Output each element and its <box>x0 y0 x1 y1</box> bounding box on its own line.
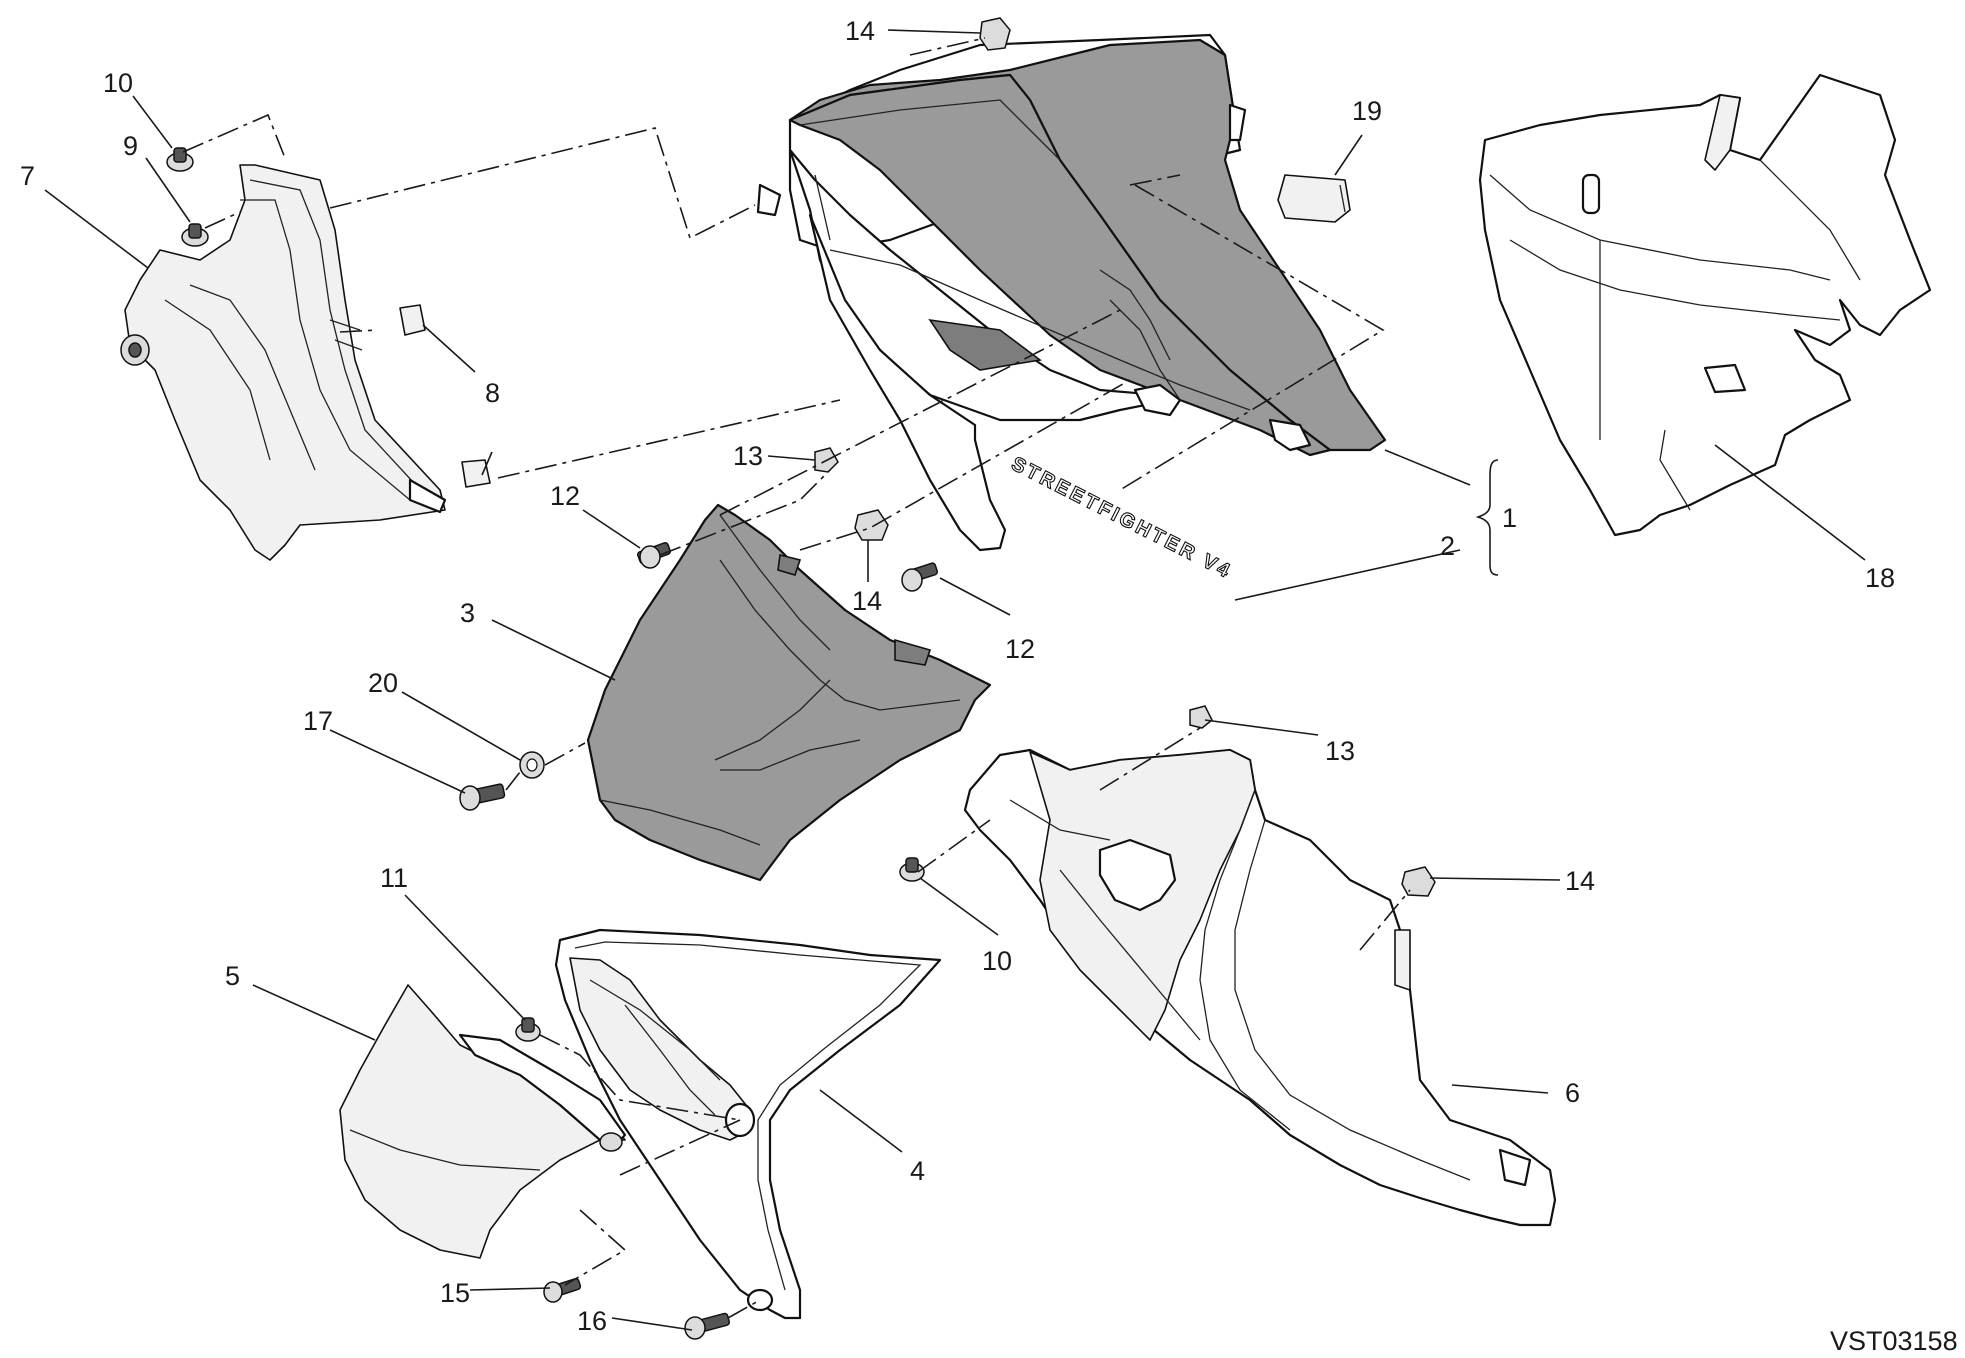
clip-14-middle <box>854 509 889 541</box>
part-5-lower-fairing <box>339 984 627 1259</box>
callout-14-middle: 14 <box>852 586 882 616</box>
washer-20 <box>519 751 545 779</box>
part-2-decal: STREETFIGHTER V4 <box>1007 452 1236 584</box>
screw-11 <box>515 1017 541 1042</box>
screw-10-top <box>166 147 194 172</box>
callout-12-left: 12 <box>550 481 580 511</box>
callout-8: 8 <box>485 378 500 408</box>
callout-10-lower: 10 <box>982 946 1012 976</box>
screw-12-right <box>901 562 939 592</box>
hardware <box>166 17 1436 1340</box>
part-4-frame-cover <box>554 928 942 1320</box>
callout-12-right: 12 <box>1005 634 1035 664</box>
part-19-rubber-pad <box>1277 174 1351 223</box>
callout-10: 10 <box>103 68 133 98</box>
callout-2: 2 <box>1440 531 1455 561</box>
callout-16: 16 <box>577 1306 607 1336</box>
screw-12-left <box>637 541 671 569</box>
part-3-front-panel <box>586 503 992 882</box>
callout-17: 17 <box>303 706 333 736</box>
callout-19: 19 <box>1352 96 1382 126</box>
part-7-side-panel <box>120 164 447 561</box>
rubber-pad-8-lower <box>461 459 491 488</box>
callout-18: 18 <box>1865 563 1895 593</box>
part-6-lower-fairing <box>963 748 1557 1227</box>
decal-text: STREETFIGHTER V4 <box>1008 453 1236 584</box>
callout-14-right: 14 <box>1565 866 1595 896</box>
screw-10-lower <box>899 857 925 882</box>
callout-1: 1 <box>1502 503 1517 533</box>
callout-7: 7 <box>20 161 35 191</box>
part-18-side-cover <box>1478 73 1932 537</box>
drawing-code: VST03158 <box>1830 1326 1958 1356</box>
callout-6: 6 <box>1565 1078 1580 1108</box>
callout-4: 4 <box>910 1156 925 1186</box>
clip-14-top <box>979 17 1011 51</box>
bolt-17 <box>459 783 506 811</box>
callout-5: 5 <box>225 961 240 991</box>
screw-16 <box>684 1312 731 1340</box>
callout-14-top: 14 <box>845 16 875 46</box>
assembly-lines <box>182 37 1411 1319</box>
callout-15: 15 <box>440 1278 470 1308</box>
part-1-upper-fairing <box>756 33 1387 552</box>
callout-11: 11 <box>380 863 408 893</box>
clip-14-right <box>1401 866 1436 897</box>
callout-13-lower: 13 <box>1325 736 1355 766</box>
leader-lines <box>44 29 1866 1331</box>
callout-13-upper: 13 <box>733 441 763 471</box>
rubber-pad-8-upper <box>399 304 426 336</box>
callout-3: 3 <box>460 598 475 628</box>
callout-20: 20 <box>368 668 398 698</box>
screw-9 <box>181 223 209 247</box>
callout-9: 9 <box>123 131 138 161</box>
callout-labels: 10 9 7 8 14 19 18 1 2 13 12 14 12 3 20 1… <box>20 16 1895 1336</box>
screw-15 <box>543 1277 582 1303</box>
nut-13-lower <box>1189 705 1213 729</box>
